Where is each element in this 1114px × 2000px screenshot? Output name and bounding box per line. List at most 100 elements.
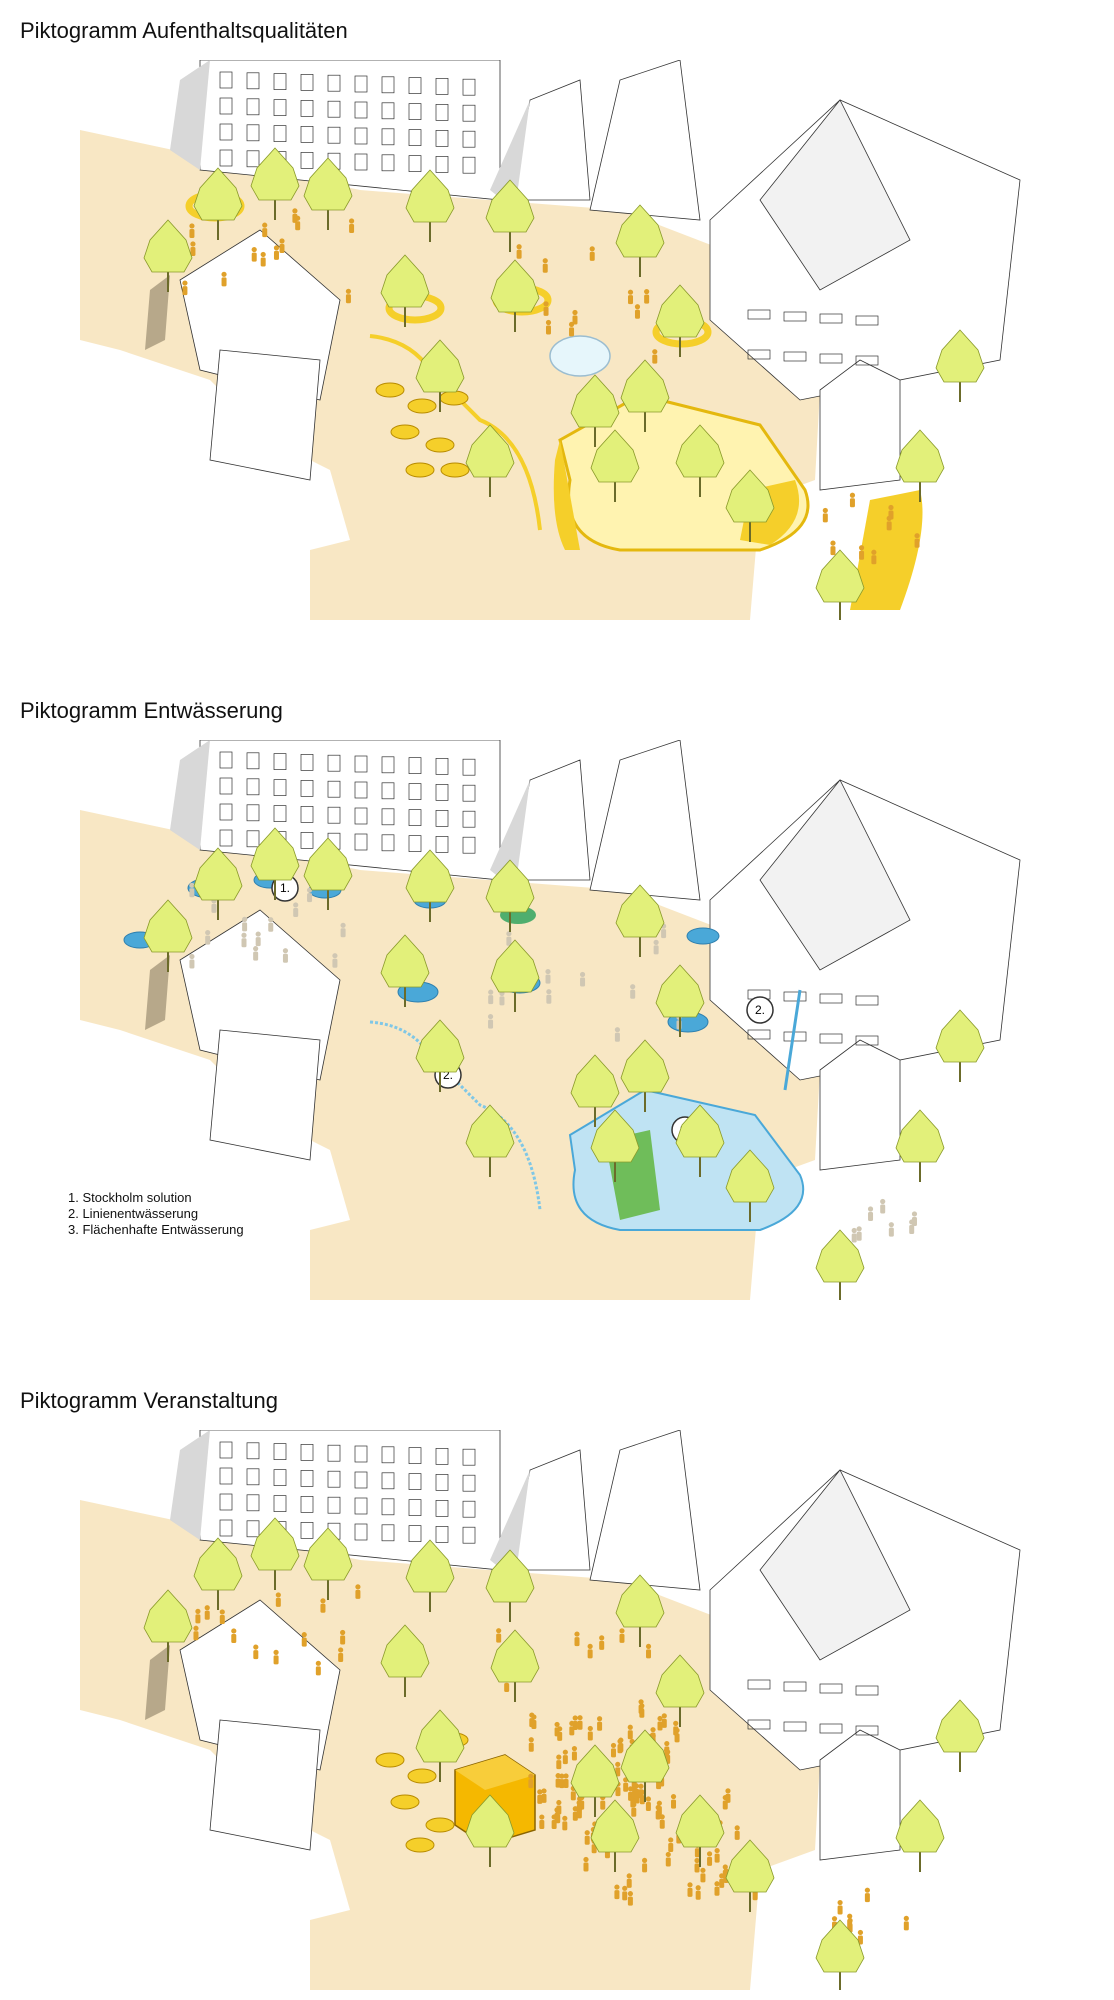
person bbox=[516, 244, 522, 259]
crowd-person bbox=[537, 1789, 543, 1804]
crowd-person bbox=[714, 1881, 720, 1896]
tree bbox=[725, 1839, 775, 1912]
crowd-person bbox=[584, 1830, 590, 1845]
tree bbox=[675, 424, 725, 497]
crowd-person bbox=[572, 1806, 578, 1821]
person bbox=[644, 289, 650, 304]
tree bbox=[895, 1799, 945, 1872]
building-back-windows bbox=[219, 71, 476, 174]
person bbox=[822, 507, 828, 523]
person bbox=[315, 1660, 321, 1676]
legend-item-2: 2. Linienentwässerung bbox=[68, 1206, 199, 1221]
person bbox=[506, 931, 512, 946]
tree bbox=[405, 849, 455, 922]
house-middle-2 bbox=[589, 60, 701, 221]
crowd-person bbox=[673, 1720, 679, 1736]
person bbox=[545, 968, 551, 984]
person bbox=[645, 1643, 652, 1659]
crowd-person bbox=[645, 1796, 651, 1812]
shadow-mid bbox=[490, 100, 530, 210]
person bbox=[545, 319, 552, 335]
person bbox=[837, 1899, 843, 1915]
tree bbox=[193, 167, 243, 240]
tree bbox=[570, 374, 620, 447]
crowd-person bbox=[722, 1794, 728, 1810]
person bbox=[338, 1647, 344, 1662]
panel-title-aufenthalt: Piktogramm Aufenthaltsqualitäten bbox=[20, 18, 348, 43]
crowd-person bbox=[687, 1882, 693, 1897]
crowd-person bbox=[627, 1891, 633, 1906]
person bbox=[268, 917, 274, 932]
person bbox=[864, 1887, 870, 1903]
person bbox=[251, 246, 257, 262]
crowd-person bbox=[706, 1851, 713, 1866]
tree bbox=[935, 1699, 985, 1772]
crowd-person bbox=[668, 1837, 674, 1852]
person bbox=[262, 222, 268, 238]
tree bbox=[250, 147, 300, 220]
tree bbox=[143, 1589, 193, 1662]
shadow-block bbox=[145, 275, 170, 350]
crowd-person bbox=[661, 1713, 667, 1728]
person bbox=[205, 929, 211, 945]
crowd-person bbox=[562, 1815, 568, 1831]
isometric-plan-aufenthalt bbox=[60, 60, 1040, 620]
person bbox=[858, 545, 865, 560]
tree bbox=[935, 329, 985, 402]
tree bbox=[405, 1539, 455, 1612]
crowd-person bbox=[714, 1847, 720, 1863]
tree bbox=[655, 1654, 705, 1727]
crowd-person bbox=[563, 1773, 569, 1788]
tree bbox=[620, 359, 670, 432]
crowd-person bbox=[556, 1799, 562, 1815]
tree bbox=[490, 259, 540, 332]
crowd-person bbox=[555, 1773, 561, 1788]
shadow-block bbox=[145, 1645, 170, 1720]
person bbox=[340, 1629, 346, 1645]
person bbox=[871, 549, 877, 565]
tree bbox=[250, 827, 300, 900]
svg-text:1.: 1. bbox=[280, 881, 290, 895]
crowd-person bbox=[528, 1773, 534, 1789]
people-2 bbox=[189, 882, 918, 1271]
tree bbox=[615, 204, 665, 277]
person bbox=[903, 1915, 909, 1931]
tree bbox=[590, 429, 640, 502]
legend-item-3: 3. Flächenhafte Entwässerung bbox=[68, 1222, 244, 1237]
person bbox=[301, 1632, 307, 1647]
tree bbox=[415, 1019, 465, 1092]
svg-text:2.: 2. bbox=[443, 1068, 453, 1082]
person bbox=[630, 984, 636, 999]
annex-right bbox=[819, 1039, 901, 1171]
person bbox=[488, 989, 494, 1005]
tree bbox=[615, 1574, 665, 1647]
plan-base bbox=[80, 1430, 1021, 1990]
crowd-person bbox=[665, 1851, 671, 1867]
person bbox=[189, 882, 195, 898]
tree bbox=[193, 1537, 243, 1610]
tree bbox=[465, 424, 515, 497]
crowd-person bbox=[631, 1802, 637, 1817]
building-back-windows bbox=[219, 1441, 476, 1544]
tree bbox=[675, 1104, 725, 1177]
crowd-person bbox=[622, 1885, 628, 1901]
crowd-person bbox=[694, 1857, 700, 1873]
plan-svg-1 bbox=[80, 60, 1021, 620]
tree bbox=[380, 254, 430, 327]
person bbox=[496, 1628, 502, 1643]
person bbox=[221, 271, 227, 287]
crowd-person bbox=[659, 1814, 665, 1829]
trees-1 bbox=[143, 147, 985, 620]
tree bbox=[570, 1054, 620, 1127]
person bbox=[189, 953, 195, 969]
crowd-person bbox=[695, 1885, 701, 1900]
person bbox=[579, 971, 586, 987]
crowd-person bbox=[583, 1856, 589, 1872]
crowd-person bbox=[587, 1725, 593, 1741]
building-back-windows bbox=[219, 751, 476, 854]
crowd-person bbox=[719, 1873, 725, 1888]
person bbox=[653, 939, 659, 955]
svg-text:2.: 2. bbox=[755, 1003, 765, 1017]
person bbox=[542, 258, 548, 273]
building-right-windows bbox=[747, 309, 879, 366]
